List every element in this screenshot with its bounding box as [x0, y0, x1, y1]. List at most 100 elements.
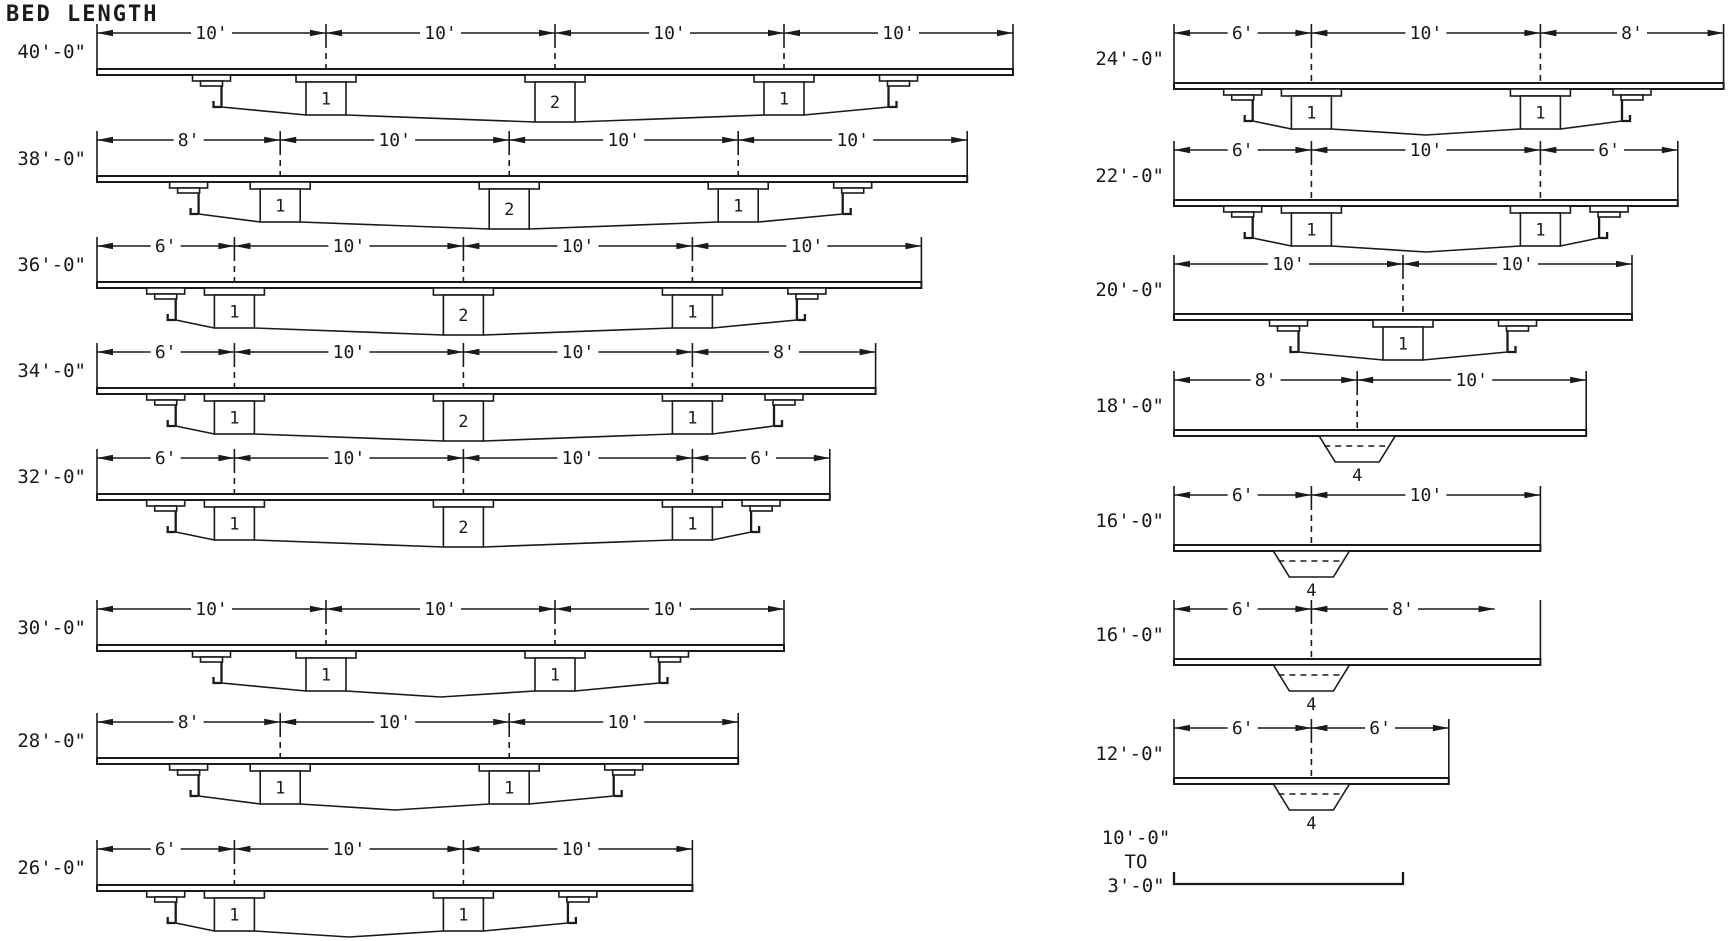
support-block: [1519, 95, 1562, 130]
end-bracket-support: [191, 650, 232, 685]
block-cap-plate: [661, 499, 724, 508]
end-bracket-support: [558, 890, 598, 925]
dim-text-mask: [1405, 139, 1447, 160]
dimension-chain: 10'10'10'10': [97, 22, 1013, 69]
segment-dimension-label: 6': [155, 448, 177, 469]
row-label: 16'-0": [1095, 624, 1164, 646]
block-cap-plate: [249, 763, 311, 772]
row-label: 34'-0": [17, 360, 86, 382]
support-block: [213, 897, 256, 932]
segment-dimension-label: 10': [562, 342, 595, 363]
segment-dimension-label: 10': [836, 130, 869, 151]
bracket-foot: [613, 790, 623, 798]
bracket-cap: [878, 74, 919, 82]
segment-dimension-label: 10': [653, 23, 686, 44]
bracket-plate: [886, 80, 911, 87]
sling-line: [758, 213, 843, 223]
segment-dimension-label: 10': [378, 712, 411, 733]
end-bracket-support: [649, 650, 690, 685]
bracket-foot: [659, 677, 669, 685]
dim-arrowhead: [692, 242, 709, 250]
dim-arrowhead: [676, 454, 693, 462]
bed-bar: [1173, 199, 1679, 207]
sling-line: [712, 319, 797, 329]
dim-arrowhead: [218, 348, 235, 356]
support-number: 1: [687, 409, 697, 429]
block-cap-plate: [707, 181, 770, 190]
row-label: 38'-0": [17, 148, 86, 170]
dim-text-mask: [1497, 253, 1538, 274]
bracket-foot: [888, 101, 898, 109]
dim-arrowhead: [1570, 376, 1587, 384]
supports: 4: [1271, 550, 1351, 601]
segment-dimension-label: 10': [195, 599, 228, 620]
support-number: 1: [229, 303, 239, 323]
block-cap-plate: [203, 890, 266, 899]
dim-arrowhead: [555, 605, 571, 613]
dim-arrowhead: [1540, 146, 1557, 154]
segment-dimension-label: 10': [424, 599, 457, 620]
sling-line: [175, 319, 215, 329]
dimension-chain: 6'10'10'8': [97, 341, 876, 388]
segment-dimension-label: 10': [607, 712, 640, 733]
sling-line: [345, 114, 536, 123]
segment-dimension-label: 8': [773, 342, 795, 363]
segment-dimension-label: 6': [750, 448, 772, 469]
dimension-chain: 6'10'10'10': [97, 235, 922, 282]
end-bracket-support: [145, 499, 186, 534]
segment-dimension-label: 10': [1272, 254, 1305, 275]
bracket-cap: [1268, 319, 1309, 327]
dim-text-mask: [557, 838, 599, 859]
bracket-foot: [1289, 346, 1299, 354]
row-label: 26'-0": [17, 857, 86, 879]
bracket-plate: [199, 80, 224, 87]
bracket-foot: [1243, 232, 1253, 240]
dim-arrowhead: [813, 454, 830, 462]
block-cap-plate: [524, 650, 586, 659]
support-number: 2: [458, 412, 468, 432]
support-number: 1: [1535, 104, 1545, 124]
dim-arrowhead: [997, 29, 1013, 37]
bracket-plate: [1620, 94, 1644, 101]
segment-dimension-label: 10': [378, 130, 411, 151]
dim-text-mask: [420, 598, 461, 619]
end-bracket-support: [1268, 319, 1309, 354]
dim-arrowhead: [539, 605, 555, 613]
dim-text-mask: [374, 129, 416, 150]
dim-text-mask: [328, 235, 370, 256]
bracket-cap: [764, 393, 804, 401]
support-number: 4: [1306, 581, 1316, 601]
segment-dimension-label: 6': [1232, 23, 1254, 44]
dim-arrowhead: [692, 454, 709, 462]
dim-text-mask: [878, 22, 919, 43]
dim-text-mask: [1405, 22, 1447, 43]
page-title: BED LENGTH: [6, 2, 159, 27]
dim-text-mask: [1617, 22, 1647, 43]
segment-dimension-label: 6': [155, 342, 177, 363]
end-bracket-support: [145, 890, 186, 925]
dim-arrowhead: [310, 29, 326, 37]
bracket-cap: [1222, 88, 1263, 96]
dim-arrowhead: [234, 242, 251, 250]
block-cap-plate: [661, 287, 724, 296]
dim-text-mask: [557, 341, 599, 362]
segment-dimension-label: 6': [1232, 140, 1254, 161]
segment-dimension-label: 10': [424, 23, 457, 44]
dim-arrowhead: [1403, 260, 1419, 268]
segment-dimension-label: 8': [1392, 599, 1414, 620]
support-number: 1: [550, 666, 560, 686]
dim-arrowhead: [97, 845, 113, 853]
sling-line: [574, 682, 660, 692]
dim-arrowhead: [1311, 491, 1328, 499]
end-bracket-support: [1589, 205, 1629, 240]
bed-bar: [1173, 777, 1450, 785]
bracket-plate: [1597, 211, 1621, 218]
dim-arrowhead: [722, 136, 739, 144]
dim-arrowhead: [1295, 491, 1312, 499]
support-block: [442, 506, 485, 548]
segment-dimension-label: 10': [1455, 370, 1488, 391]
dim-arrowhead: [1295, 605, 1312, 613]
